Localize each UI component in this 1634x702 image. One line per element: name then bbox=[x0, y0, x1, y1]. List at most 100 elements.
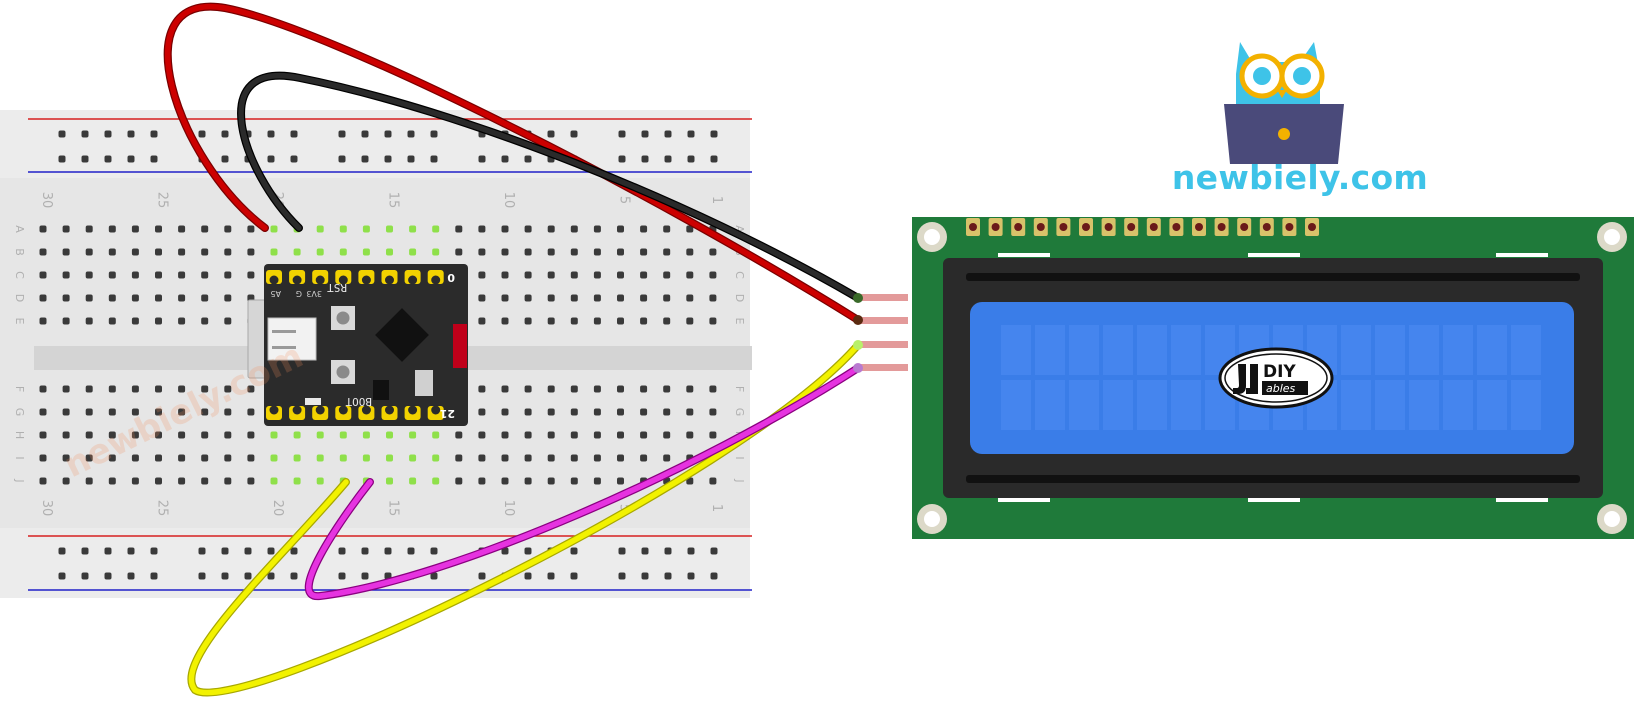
breadboard-hole bbox=[39, 248, 47, 256]
rail-hole bbox=[570, 547, 578, 555]
breadboard-hole-active bbox=[432, 225, 440, 233]
column-number-label: 30 bbox=[39, 500, 54, 517]
breadboard-hole bbox=[709, 248, 717, 256]
lcd-header-pin-hole bbox=[1059, 223, 1068, 231]
owl-pupil-left bbox=[1253, 67, 1271, 85]
bezel-tab bbox=[1248, 498, 1300, 502]
breadboard-hole-active bbox=[270, 454, 278, 462]
rail-hole bbox=[641, 155, 649, 163]
breadboard-hole bbox=[524, 408, 532, 416]
breadboard-hole bbox=[617, 454, 624, 462]
lcd-header-pin-hole bbox=[1285, 223, 1294, 231]
breadboard-hole bbox=[547, 271, 555, 279]
rail-hole bbox=[641, 572, 649, 580]
column-number-label: 15 bbox=[386, 500, 401, 517]
rail-hole bbox=[547, 130, 555, 138]
column-number-label: 30 bbox=[39, 192, 54, 209]
lcd-cell bbox=[1341, 380, 1371, 430]
breadboard-hole bbox=[131, 454, 139, 462]
rail-hole bbox=[127, 572, 135, 580]
row-letter-label: G bbox=[13, 408, 26, 417]
breadboard-hole bbox=[478, 225, 486, 233]
lcd-cell bbox=[1001, 325, 1031, 375]
lcd-header-pin-hole bbox=[1308, 223, 1316, 231]
usb-socket-pin bbox=[272, 330, 296, 333]
rail-hole bbox=[524, 547, 532, 555]
rail-hole bbox=[618, 130, 626, 138]
rail-hole bbox=[127, 130, 135, 138]
breadboard-hole bbox=[686, 317, 694, 325]
row-letter-label: A bbox=[13, 225, 26, 233]
rail-hole bbox=[127, 547, 135, 555]
breadboard-hole bbox=[524, 248, 532, 256]
breadboard-hole bbox=[62, 317, 70, 325]
lcd-character-cells bbox=[1001, 325, 1541, 430]
breadboard-hole-active bbox=[409, 225, 417, 233]
lcd-cell bbox=[1137, 325, 1167, 375]
breadboard-hole bbox=[178, 294, 186, 302]
lcd-cell bbox=[1443, 325, 1473, 375]
breadboard-hole-active bbox=[339, 454, 347, 462]
rail-hole bbox=[430, 547, 438, 555]
breadboard-hole bbox=[224, 271, 232, 279]
lcd-mount-holes bbox=[917, 222, 1627, 534]
breadboard-hole bbox=[178, 271, 186, 279]
breadboard-hole bbox=[547, 294, 555, 302]
breadboard-hole bbox=[201, 271, 209, 279]
breadboard-hole bbox=[617, 271, 624, 279]
breadboard-hole bbox=[709, 431, 717, 439]
pin-pad-hole bbox=[385, 405, 394, 415]
lcd-cell bbox=[1137, 380, 1167, 430]
breadboard-hole bbox=[640, 294, 648, 302]
breadboard-hole bbox=[155, 477, 162, 485]
breadboard-hole bbox=[478, 317, 486, 325]
breadboard-hole bbox=[201, 454, 209, 462]
breadboard-hole bbox=[201, 431, 209, 439]
row-letter-label: D bbox=[733, 294, 746, 302]
breadboard-hole bbox=[201, 385, 209, 393]
rail-hole bbox=[267, 130, 275, 138]
bezel-tab bbox=[1248, 253, 1300, 257]
breadboard-hole bbox=[155, 248, 162, 256]
breadboard-hole bbox=[455, 477, 463, 485]
rail-hole bbox=[361, 572, 369, 580]
lcd-cell bbox=[1477, 380, 1507, 430]
breadboard-hole bbox=[663, 271, 671, 279]
breadboard-hole-active bbox=[409, 454, 417, 462]
breadboard-hole-active bbox=[432, 477, 440, 485]
rail-hole bbox=[664, 572, 672, 580]
rail-hole bbox=[524, 155, 532, 163]
rail-hole bbox=[338, 572, 346, 580]
breadboard-hole bbox=[547, 454, 555, 462]
row-letter-label: G bbox=[733, 408, 746, 417]
usb-socket bbox=[267, 317, 317, 361]
lcd-cell bbox=[1069, 325, 1099, 375]
breadboard-hole bbox=[247, 248, 255, 256]
breadboard-hole-active bbox=[270, 225, 278, 233]
breadboard-hole bbox=[686, 271, 694, 279]
column-number-label: 1 bbox=[709, 196, 724, 204]
rail-hole bbox=[547, 572, 555, 580]
breadboard-hole bbox=[39, 431, 47, 439]
breadboard-hole bbox=[178, 225, 186, 233]
rail-hole bbox=[198, 572, 206, 580]
boot-button-cap bbox=[336, 365, 350, 379]
breadboard-hole bbox=[178, 454, 186, 462]
breadboard-hole bbox=[640, 408, 648, 416]
rail-hole bbox=[361, 155, 369, 163]
wire-magenta bbox=[306, 365, 861, 599]
row-letter-label: F bbox=[13, 386, 26, 392]
lcd-header-pin-hole bbox=[1195, 223, 1203, 231]
breadboard-hole-active bbox=[316, 225, 324, 233]
pin-21-label: 21 bbox=[440, 407, 455, 420]
breadboard-hole bbox=[617, 225, 624, 233]
breadboard-hole bbox=[570, 271, 578, 279]
lcd-header-pin-hole bbox=[1127, 223, 1136, 231]
breadboard-hole bbox=[108, 431, 116, 439]
breadboard-hole bbox=[478, 431, 486, 439]
lcd-header-pin-hole bbox=[991, 223, 1000, 231]
lcd-header-pins bbox=[966, 218, 1319, 236]
row-letter-label: J bbox=[13, 478, 26, 482]
bezel-slot-top bbox=[966, 273, 1580, 281]
rail-hole bbox=[361, 547, 369, 555]
